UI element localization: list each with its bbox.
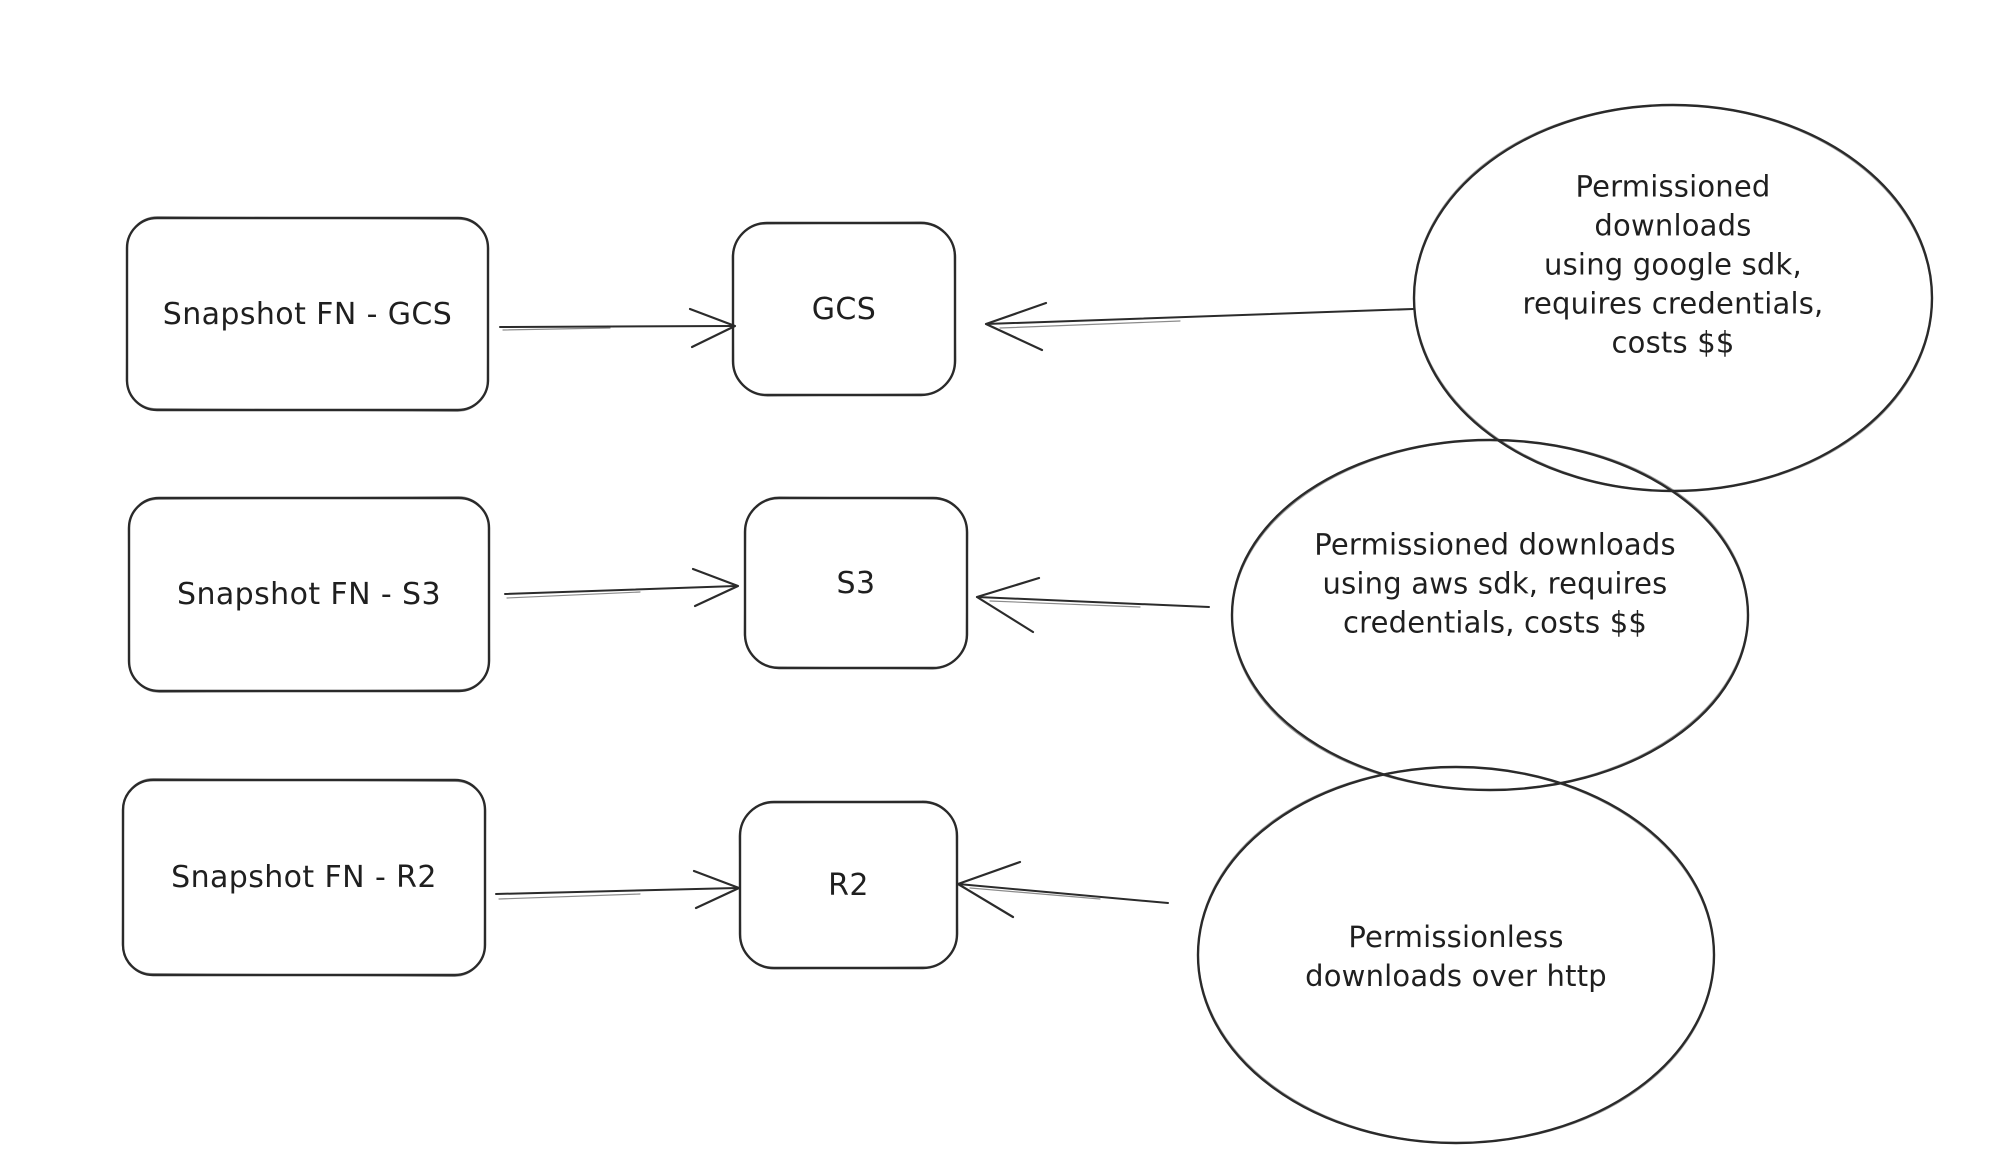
target-box-s3-shape[interactable]: [743, 496, 969, 670]
arrow-r2-note-to-target[interactable]: [956, 860, 1169, 919]
note-ellipse-r2-shape[interactable]: [1194, 762, 1717, 1148]
source-box-gcs-shape[interactable]: [125, 216, 490, 412]
arrow-s3-source-to-target[interactable]: [504, 567, 740, 608]
target-box-gcs-label: GCS: [811, 291, 877, 327]
source-box-s3-label: Snapshot FN - S3: [177, 577, 441, 612]
source-box-s3-shape[interactable]: [127, 496, 491, 693]
arrow-gcs-source-to-target[interactable]: [499, 307, 737, 349]
note-ellipse-s3-shape[interactable]: [1229, 435, 1752, 795]
arrow-r2-source-to-target[interactable]: [495, 869, 741, 910]
source-box-gcs-label: Snapshot FN - GCS: [162, 296, 453, 332]
arrow-s3-note-to-target[interactable]: [975, 576, 1210, 634]
source-box-r2-shape[interactable]: [121, 778, 487, 977]
target-box-gcs-shape[interactable]: [731, 221, 957, 397]
arrow-gcs-note-to-target[interactable]: [984, 301, 1414, 352]
target-box-r2-label: R2: [828, 867, 869, 903]
source-box-r2-label: Snapshot FN - R2: [171, 860, 437, 895]
target-box-s3-label: S3: [836, 565, 876, 601]
note-ellipse-s3-label: Permissioned downloads using aws sdk, re…: [1314, 527, 1676, 640]
note-ellipse-r2-label: Permissionless downloads over http: [1305, 920, 1607, 993]
note-ellipse-gcs-label: Permissioned downloads using google sdk,…: [1522, 169, 1824, 360]
